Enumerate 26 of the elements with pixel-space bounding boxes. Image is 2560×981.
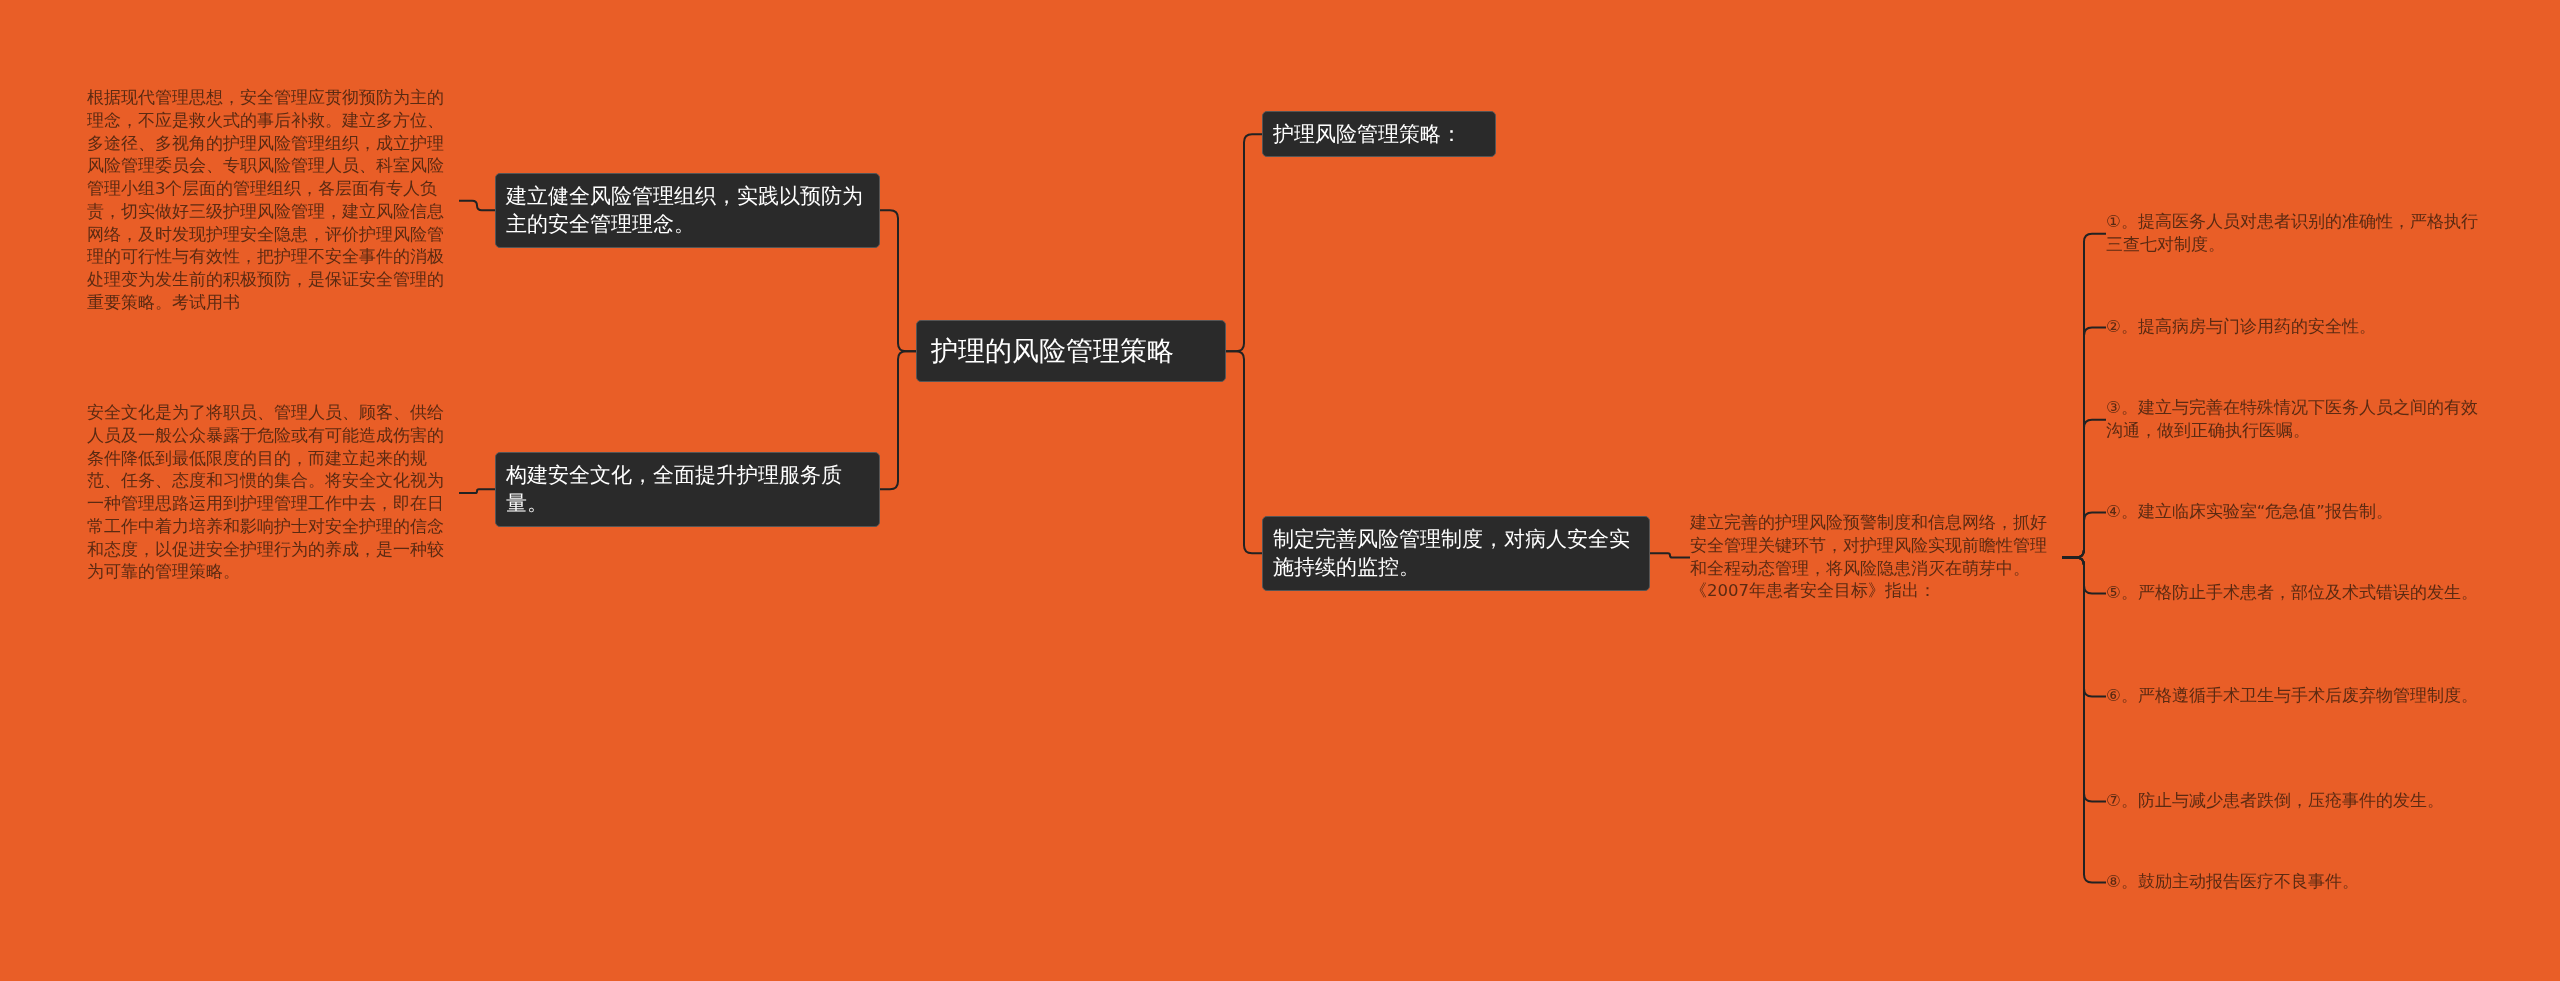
- connector-line: [458, 199, 496, 212]
- central-topic-box: [916, 320, 1226, 383]
- note-text: ③。建立与完善在特殊情况下医务人员之间的有效沟通，做到正确执行医嘱。: [2106, 398, 2478, 440]
- topic-box: [1262, 516, 1650, 591]
- note-text: ④。建立临床实验室“危急值”报告制。: [2106, 502, 2393, 521]
- topic-text: 制定完善风险管理制度，对病人安全实施持续的监控。: [1273, 526, 1631, 582]
- connector-line: [1649, 552, 1691, 559]
- note-text: ⑤。严格防止手术患者，部位及术式错误的发生。: [2106, 583, 2478, 602]
- topic-box: [1262, 111, 1496, 158]
- connector-line: [879, 350, 917, 491]
- topic-text: 建立健全风险管理组织，实践以预防为主的安全管理理念。: [506, 183, 864, 239]
- topic-text: 护理的风险管理策略: [931, 334, 1174, 368]
- connector-line: [458, 488, 496, 495]
- note-text: 根据现代管理思想，安全管理应贯彻预防为主的理念，不应是救火式的事后补救。建立多方位、多途径、多视角的护理风险管理组织，成立护理风险管理委员会、专职风险管理人员、科室风险管理小组3个层面的管理组织，各层面有专人负责，切实做好三级护理风险管理，建立风险信息网络，及时发现护理安全隐患，评价护理风险管理的可行性与有效性，把护理不安全事件的消极处理变为发生前的积极预防，是保证安全管理的重要策略。考试用书: [87, 88, 444, 312]
- topic-box: [495, 452, 880, 527]
- connector-line: [1225, 350, 1263, 555]
- topic-text: 构建安全文化，全面提升护理服务质量。: [506, 462, 843, 518]
- note-text: ①。提高医务人员对患者识别的准确性，严格执行三查七对制度。: [2106, 212, 2478, 254]
- note-text: ⑦。防止与减少患者跌倒，压疮事件的发生。: [2106, 791, 2444, 810]
- note-text: ⑧。鼓励主动报告医疗不良事件。: [2106, 872, 2359, 891]
- note-text: ②。提高病房与门诊用药的安全性。: [2106, 317, 2376, 336]
- topic-box: [495, 173, 880, 248]
- topic-text: 护理风险管理策略：: [1273, 121, 1462, 148]
- note-text: 安全文化是为了将职员、管理人员、顾客、供给人员及一般公众暴露于危险或有可能造成伤害的条件降低到最低限度的目的，而建立起来的规范、任务、态度和习惯的集合。将安全文化视为一种管理思路运用到护理管理工作中去，即在日常工作中着力培养和影响护士对安全护理的信念和态度，以促进安全护理行为的养成，是一种较为可靠的管理策略。: [87, 403, 444, 582]
- note-text: ⑥。严格遵循手术卫生与手术后废弃物管理制度。: [2106, 686, 2478, 705]
- note-text: 建立完善的护理风险预警制度和信息网络，抓好安全管理关键环节，对护理风险实现前瞻性管理和全程动态管理，将风险隐患消灭在萌芽中。《2007年患者安全目标》指出：: [1690, 513, 2047, 601]
